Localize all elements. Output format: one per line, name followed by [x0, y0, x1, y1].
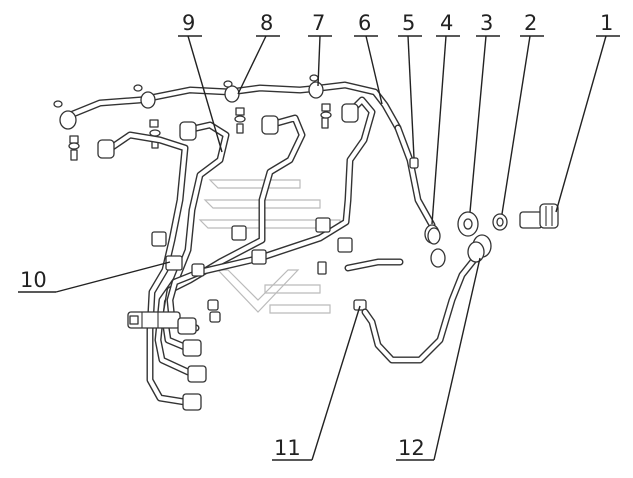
return-line-rail	[53, 74, 402, 161]
banjo-bolt-8	[234, 107, 246, 134]
callout-label-5: 5	[402, 11, 415, 35]
callout-label-4: 4	[440, 11, 453, 35]
pump-end-nuts	[177, 317, 207, 411]
callout-label-11: 11	[274, 436, 301, 460]
callout-label-8: 8	[260, 11, 273, 35]
pipe-clamp-bundle	[127, 311, 181, 329]
callout-label-9: 9	[182, 11, 195, 35]
callout-label-2: 2	[524, 11, 537, 35]
pipe-clips	[151, 217, 367, 323]
banjo-connector-3	[457, 211, 479, 237]
banjo-bolt-left	[68, 135, 80, 161]
sealing-washer-2	[492, 213, 508, 231]
callout-labels: 1 2 3 4 5 6 7 8 9 10 11 12	[20, 11, 613, 460]
high-pressure-pipe-2	[154, 121, 230, 376]
callout-leaders	[18, 35, 620, 461]
return-pipe-12	[344, 124, 482, 364]
washer-4	[427, 227, 441, 245]
high-pressure-pipe-1	[97, 131, 189, 406]
banjo-bolt-1	[519, 203, 559, 229]
callout-label-1: 1	[600, 11, 613, 35]
callout-label-6: 6	[358, 11, 371, 35]
high-pressure-pipe-4	[166, 96, 376, 332]
callout-label-12: 12	[398, 436, 425, 460]
small-fitting-5	[409, 157, 419, 169]
callout-label-3: 3	[480, 11, 493, 35]
hollow-bolt-12	[467, 234, 492, 263]
banjo-bolt-7	[320, 103, 332, 129]
banjo-bolt-mid	[149, 119, 161, 149]
watermark-logo	[198, 179, 341, 314]
callout-label-10: 10	[20, 268, 47, 292]
callout-label-7: 7	[312, 11, 325, 35]
